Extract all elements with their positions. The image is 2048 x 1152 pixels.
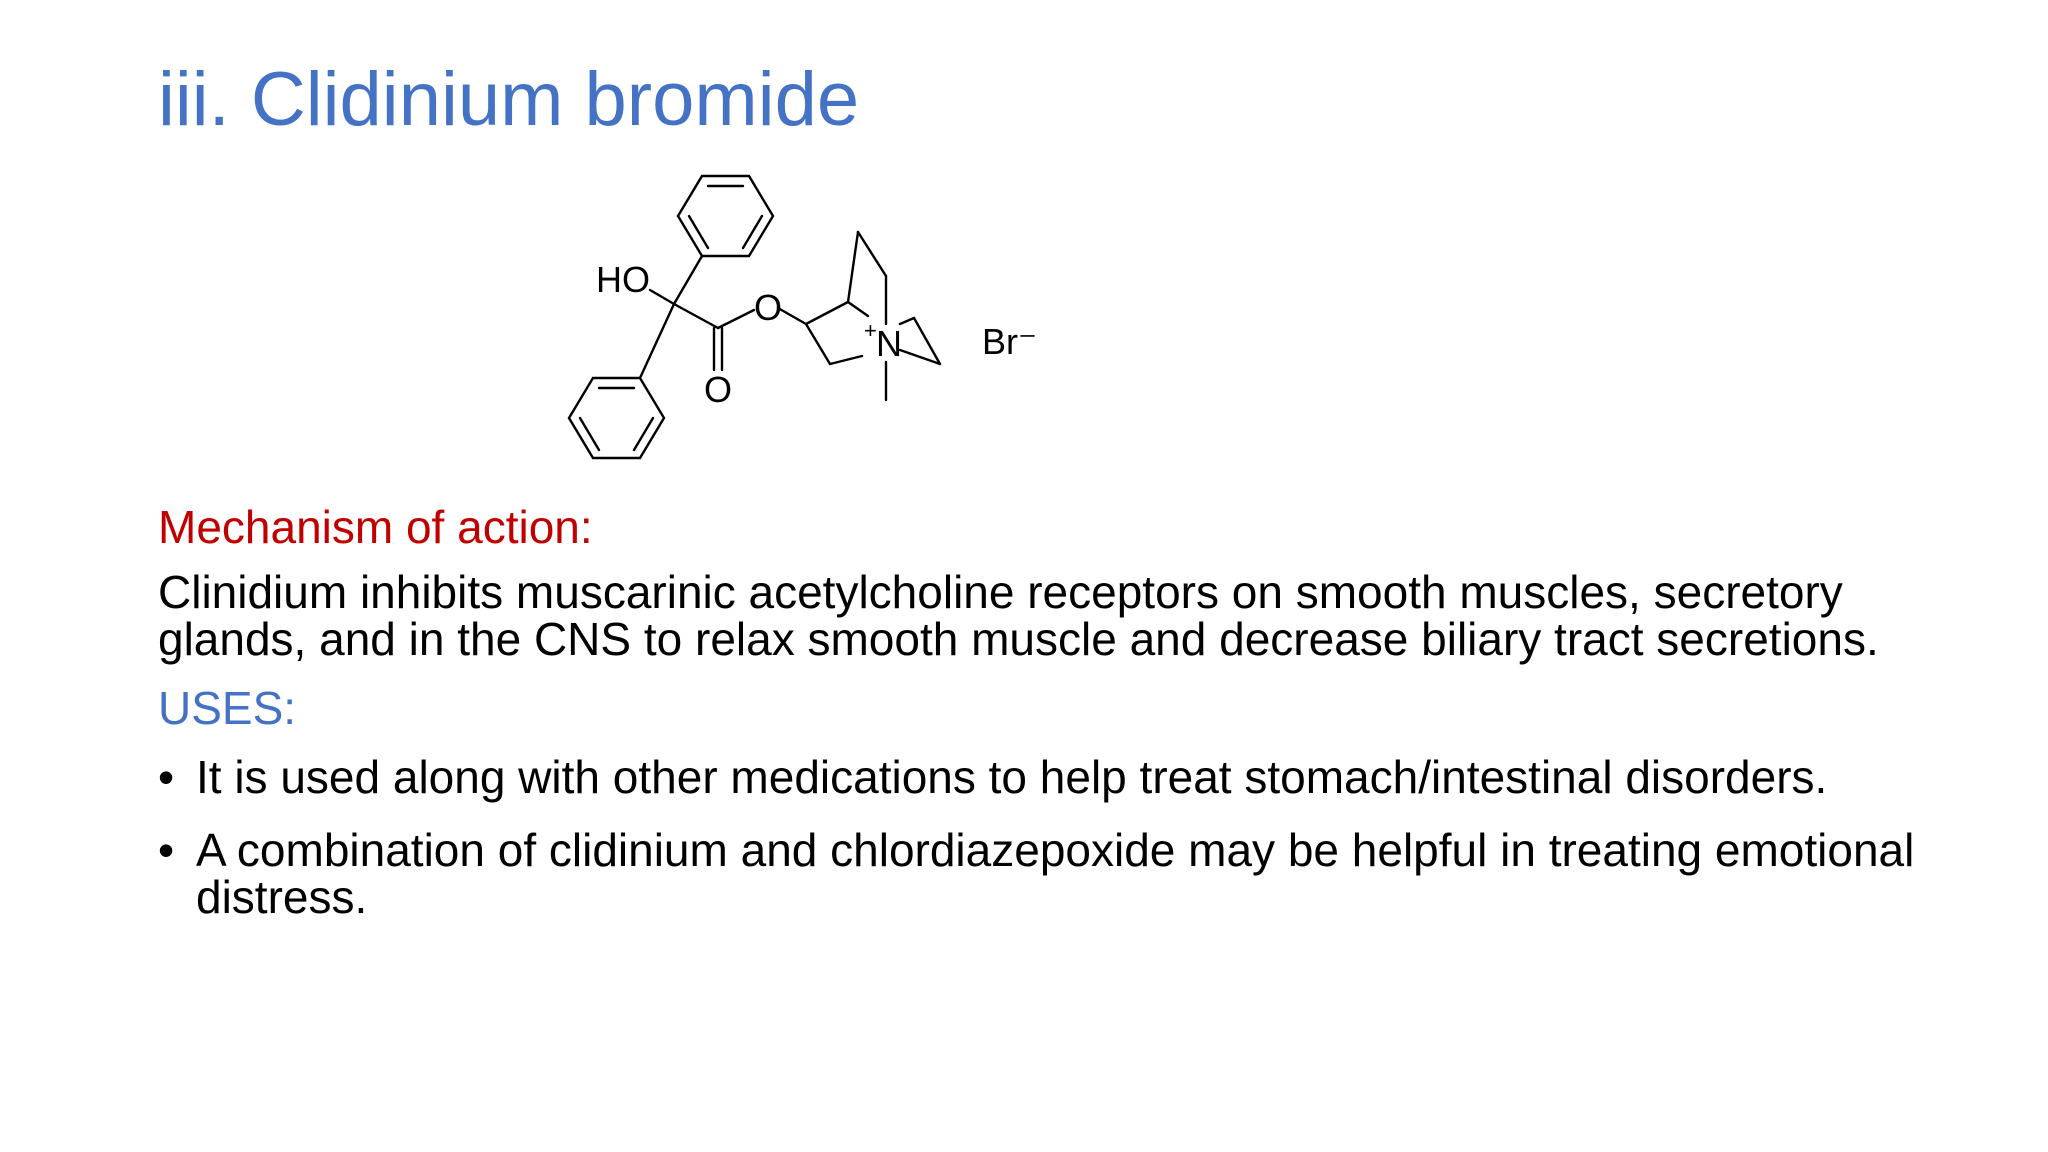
chemical-structure: HO O O + N Br⁻ xyxy=(540,168,1180,508)
clidinium-structure-diagram: HO O O + N Br⁻ xyxy=(567,174,1037,460)
structure-labels: HO O O + N Br⁻ xyxy=(596,259,1037,410)
mechanism-heading: Mechanism of action: xyxy=(158,501,593,553)
nitrogen-label: N xyxy=(876,323,902,364)
ester-oxygen-label: O xyxy=(754,287,782,328)
mechanism-text: Clinidium inhibits muscarinic acetylchol… xyxy=(158,566,1879,666)
uses-item-text: It is used along with other medications … xyxy=(196,751,1828,804)
bullet-icon: • xyxy=(158,824,175,877)
carbonyl-oxygen-label: O xyxy=(704,369,732,410)
slide-title: iii. Clidinium bromide xyxy=(158,57,860,142)
uses-list-item: • A combination of clidinium and chlordi… xyxy=(158,827,1918,921)
bottom-phenyl-ring xyxy=(567,376,666,460)
uses-list-item: • It is used along with other medication… xyxy=(158,754,1918,801)
slide-content: Mechanism of action: Clinidium inhibits … xyxy=(158,500,1918,947)
top-phenyl-ring xyxy=(676,174,775,258)
bromide-counterion-label: Br⁻ xyxy=(982,321,1037,362)
bullet-icon: • xyxy=(158,751,175,804)
uses-item-text: A combination of clidinium and chlordiaz… xyxy=(196,824,1915,923)
uses-list: • It is used along with other medication… xyxy=(158,754,1918,921)
positive-charge-label: + xyxy=(864,318,877,343)
ho-label: HO xyxy=(596,259,650,300)
uses-heading: USES: xyxy=(158,682,297,734)
structure-bonds xyxy=(567,174,942,460)
